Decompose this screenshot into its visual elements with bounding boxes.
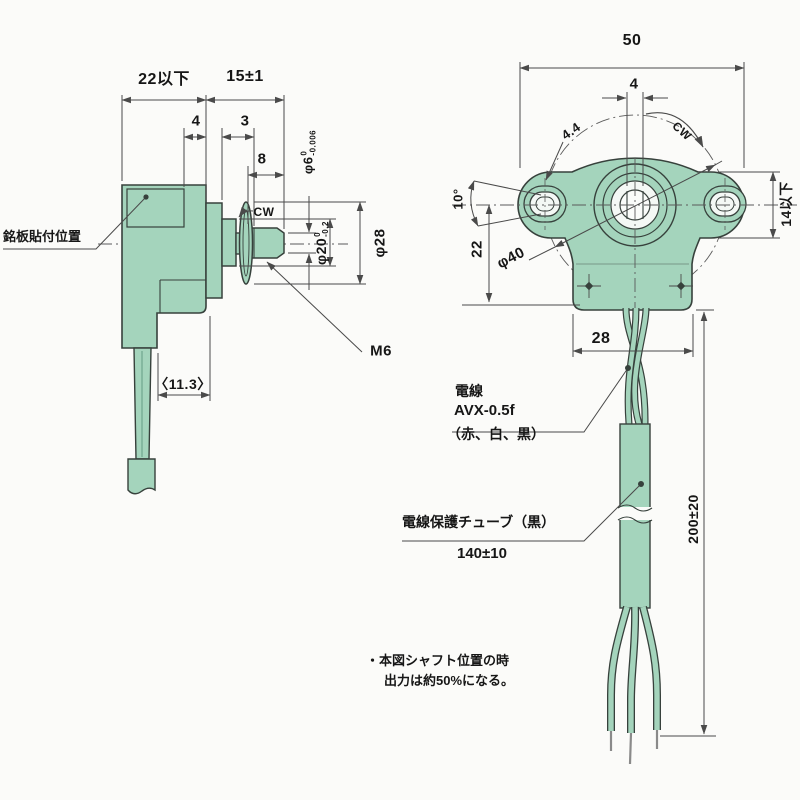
side-body (121, 184, 207, 349)
tube-length-label: 140±10 (457, 545, 507, 562)
front-wires-lower (607, 605, 661, 765)
front-view-drawing (402, 62, 797, 765)
dim-200-label: 200±20 (685, 494, 701, 544)
dim-22-max-label: 22以下 (138, 71, 190, 88)
thread-m6-label: M6 (370, 342, 392, 360)
dim-11-3-label: 〈11.3〉 (154, 376, 212, 392)
shaft-dia-value: φ6 (300, 156, 316, 175)
dim-3-label: 3 (240, 112, 250, 130)
front-dimension-lines (462, 62, 780, 737)
wire-type-label: AVX-0.5f (454, 402, 515, 419)
dim-8-label: 8 (257, 150, 267, 168)
note-line-2: 出力は約50%になる。 (384, 673, 515, 688)
dim-50-label: 50 (622, 32, 642, 49)
dim-4-slot-label: 4 (629, 75, 639, 93)
front-leader-lines (402, 112, 704, 542)
wire-colors-label: （赤、白、黒） (447, 426, 545, 442)
tube-label: 電線保護チューブ（黒） (402, 514, 556, 530)
front-mount-hole-right (669, 274, 693, 298)
front-mount-hole-left (577, 274, 601, 298)
side-boss (221, 218, 237, 267)
dim-10deg-label: 10° (450, 188, 466, 210)
nameplate-outline (126, 188, 185, 228)
side-leader-lines (3, 194, 363, 353)
side-thread-m6 (247, 227, 285, 259)
cw-side-label: CW (253, 205, 275, 219)
note-line-1: ・本図シャフト位置の時 (366, 653, 510, 668)
dim-28-label: 28 (591, 330, 611, 347)
nameplate-position-label: 銘板貼付位置 (3, 229, 82, 244)
side-cable-end (127, 458, 156, 495)
side-flange (205, 202, 223, 299)
cw-arrow-front (645, 112, 704, 148)
dim-15-label: 15±1 (226, 68, 264, 85)
side-disc (238, 201, 254, 285)
dim-14-max-label: 14以下 (778, 181, 794, 227)
side-cable (127, 347, 156, 495)
wire-tip (628, 732, 633, 765)
flange-dia-label: φ28 (371, 228, 389, 258)
cw-arrow-side (238, 206, 254, 218)
dim-4-side-label: 4 (191, 112, 201, 130)
side-view-drawing (3, 95, 366, 495)
dim-22-front-label: 22 (468, 240, 486, 258)
front-tube (615, 423, 655, 609)
side-dimension-lines (121, 95, 366, 401)
wire-label: 電線 (455, 383, 483, 399)
boss-dia-value: φ20 (313, 237, 330, 265)
slot-width-leader (545, 141, 564, 181)
